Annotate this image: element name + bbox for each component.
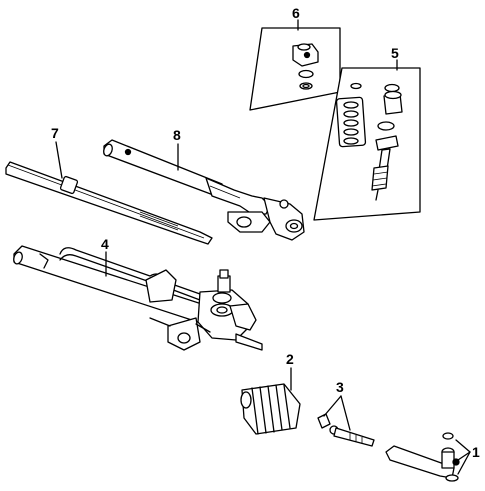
callout-5: 5	[391, 45, 399, 61]
part-4-gear-assembly: 4	[13, 236, 263, 351]
part-6-valve-body	[292, 43, 319, 90]
part-1-outer-tie-rod-end: 1	[385, 432, 480, 482]
callout-3: 3	[336, 379, 344, 395]
callout-7: 7	[51, 125, 59, 141]
callout-8: 8	[173, 127, 181, 143]
part-3-leader-a	[323, 395, 342, 417]
part-6-inset-box	[249, 27, 341, 111]
part-5-seal-kit-group: 5	[313, 45, 421, 221]
callout-1: 1	[472, 444, 480, 460]
part-3-inner-tie-rod: 3	[317, 379, 375, 447]
part-1-leader-a	[455, 439, 471, 453]
part-7-leader	[55, 141, 63, 179]
part-2-boot: 2	[240, 351, 301, 435]
part-1-leader-b	[457, 451, 471, 461]
part-6-valve-kit-group: 6	[249, 5, 341, 111]
callout-4: 4	[101, 236, 109, 252]
part-7-rack-bar: 7	[5, 125, 213, 245]
callout-2: 2	[286, 351, 294, 367]
part-8-rack-housing: 8	[103, 127, 305, 241]
part-5-seal-stack	[335, 82, 403, 201]
callout-6: 6	[292, 5, 300, 21]
part-3-leader-b	[340, 395, 351, 431]
part-1-leader-c	[457, 451, 471, 475]
